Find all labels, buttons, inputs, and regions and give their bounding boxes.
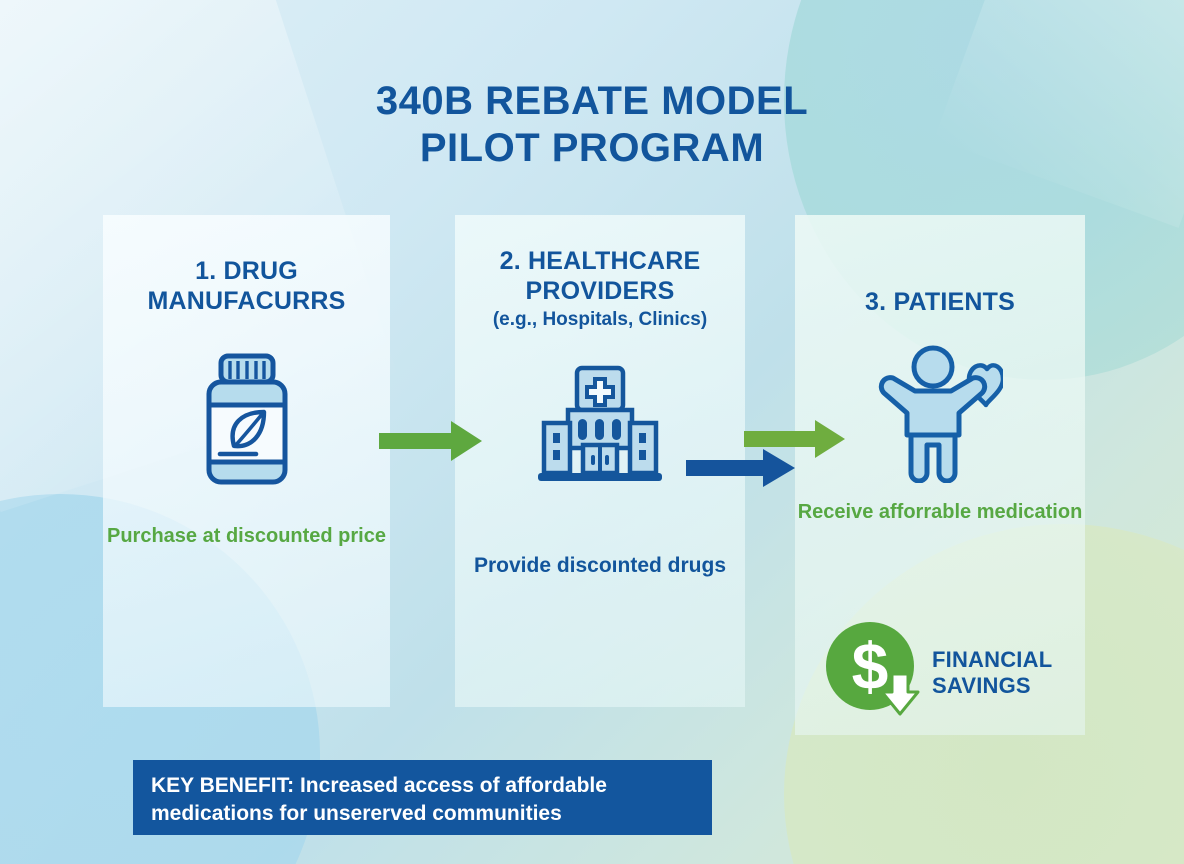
step-3-caption-line-1: Receive xyxy=(797,500,874,523)
step-1-caption-line-2: discounted price xyxy=(225,525,386,547)
dollar-down-arrow-icon: $ xyxy=(826,622,922,723)
arrow-providers-to-patients-blue xyxy=(686,449,795,492)
key-benefit-banner: KEY BENEFIT: Increased access of afforda… xyxy=(133,760,712,835)
savings-label-line-2: SAVINGS xyxy=(932,672,1031,698)
step-2-subtitle: (e.g., Hospitals, Clinics) xyxy=(492,309,708,330)
pill-bottle-icon xyxy=(103,350,390,490)
step-3-caption-line-2: afforrable xyxy=(878,500,972,523)
step-1-heading-line-2: MANUFACURRS xyxy=(147,286,346,315)
patient-with-heart-icon xyxy=(795,334,1085,484)
step-3-heading: 3. PATIENTS xyxy=(795,215,1085,318)
step-1-heading: 1. DRUG MANUFACURRS xyxy=(103,215,390,316)
step-2-heading-line-1: 2. HEALTHCARE xyxy=(499,247,701,275)
step-3-heading-line-1: 3. PATIENTS xyxy=(865,288,1015,316)
key-benefit-text: Increased access of affordable medicatio… xyxy=(151,774,607,825)
title-line-2: PILOT PROGRAM xyxy=(419,126,765,171)
step-2-caption: Provide discoınted drugs xyxy=(455,553,745,579)
step-3-caption-line-3: medication xyxy=(976,500,1083,523)
step-1-heading-line-1: 1. DRUG xyxy=(195,257,298,285)
title-line-1: 340B REBATE MODEL xyxy=(375,79,809,123)
financial-savings-badge: $ FINANCIAL SAVINGS xyxy=(826,622,1052,723)
savings-label-line-1: FINANCIAL xyxy=(932,646,1053,672)
step-card-healthcare-providers: 2. HEALTHCARE PROVIDERS (e.g., Hospitals… xyxy=(455,215,745,707)
page-title: 340B REBATE MODEL PILOT PROGRAM xyxy=(0,78,1184,172)
step-2-heading: 2. HEALTHCARE PROVIDERS xyxy=(455,215,745,306)
financial-savings-label: FINANCIAL SAVINGS xyxy=(932,647,1052,698)
arrow-manufacturers-to-providers xyxy=(379,421,482,466)
arrow-providers-to-patients-green xyxy=(744,420,845,463)
step-1-caption-line-1: Purchase at xyxy=(107,525,221,547)
step-2-caption-line-1: Provide discoınted drugs xyxy=(473,554,727,577)
key-benefit-prefix: KEY BENEFIT: xyxy=(151,774,295,797)
step-1-caption: Purchase at discounted price xyxy=(103,524,390,549)
step-3-caption: Receive afforrable medication xyxy=(795,500,1085,525)
step-2-heading-line-2: PROVIDERS xyxy=(525,276,675,305)
step-card-drug-manufacturers: 1. DRUG MANUFACURRS xyxy=(103,215,390,707)
hospital-icon xyxy=(455,361,745,491)
